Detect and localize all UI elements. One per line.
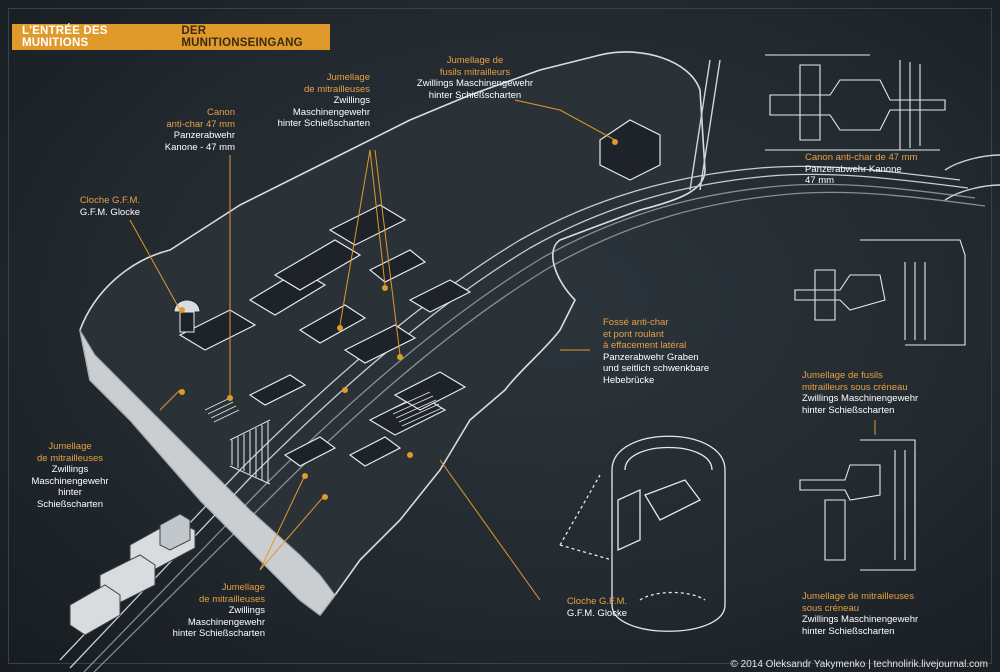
railway-track: [59, 165, 986, 672]
label-canon-left: Canon anti-char 47 mm Panzerabwehr Kanon…: [164, 107, 235, 153]
stairs: [204, 391, 443, 427]
callout-lines: [129, 99, 876, 601]
photo-credit: © 2014 Oleksandr Yakymenko | technolirik…: [730, 659, 989, 670]
title-banner: L'ENTRÉE DES MUNITIONS DER MUNITIONSEING…: [12, 24, 330, 50]
label-fusils-right: Jumellage de fusils mitrailleurs sous cr…: [802, 370, 919, 416]
title-german: DER MUNITIONSEINGANG: [181, 25, 303, 49]
label-jumellage-bottom: Jumellage de mitrailleuses Zwillings Mas…: [172, 582, 265, 639]
label-jumellage-left: Jumellage de mitrailleuses Zwillings Mas…: [31, 441, 109, 510]
label-canon-right: Canon anti-char de 47 mm Panzerabwehr Ka…: [805, 152, 918, 186]
weapon-sketches: [765, 54, 966, 571]
label-fosse: Fossé anti-char et pont roulant à efface…: [603, 317, 710, 386]
label-fusils-top: Jumellage de fusils mitrailleurs Zwillin…: [416, 55, 534, 101]
label-cloche-bottom: Cloche G.F.M. G.F.M. Glocke: [566, 596, 627, 619]
road-lines: [689, 59, 1000, 201]
cloche-section: [559, 435, 726, 632]
entrance-gate: [229, 419, 271, 485]
label-jumellage-center: Jumellage de mitrailleuses Zwillings Mas…: [277, 72, 370, 129]
weapon-markers: [179, 139, 618, 500]
label-cloche-left: Cloche G.F.M. G.F.M. Glocke: [79, 195, 140, 218]
train: [69, 513, 196, 636]
slab-sides: [79, 329, 336, 616]
label-jumellage-right: Jumellage de mitrailleuses sous créneau …: [802, 591, 919, 637]
board-frame: [8, 8, 992, 664]
interior-rooms: [178, 119, 661, 467]
title-french: L'ENTRÉE DES MUNITIONS: [22, 25, 108, 49]
